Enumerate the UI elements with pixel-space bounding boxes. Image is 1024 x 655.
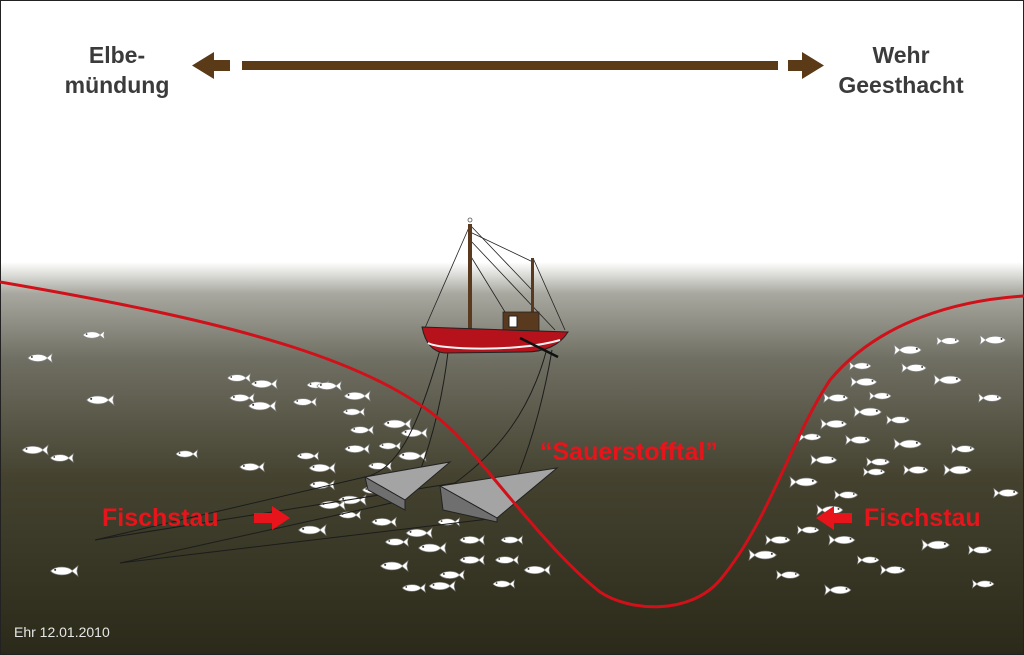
label-wehr-line2: Geesthacht (838, 72, 964, 98)
label-wehr-line1: Wehr (872, 42, 930, 68)
label-fischstau-left: Fischstau (102, 504, 219, 532)
mast-light-icon (467, 217, 473, 223)
river-direction-arrow (192, 52, 824, 79)
label-elbe-line1: Elbe- (88, 42, 146, 68)
cabin-window (508, 315, 518, 328)
net-right (438, 467, 559, 523)
arrow-head-right-icon (788, 52, 824, 79)
fishing-boat (421, 217, 569, 359)
main-mast (468, 224, 472, 334)
oxygen-curve (0, 280, 1024, 609)
label-fischstau-right: Fischstau (864, 504, 981, 532)
rigging (424, 224, 566, 331)
credit-text: Ehr 12.01.2010 (14, 624, 110, 640)
label-elbe-muendung: Elbe- mündung (52, 40, 182, 100)
arrow-head-left-icon (192, 52, 230, 79)
label-wehr-geesthacht: Wehr Geesthacht (826, 40, 976, 100)
rear-mast (531, 258, 534, 314)
trawl-nets (94, 349, 559, 564)
fish-jam-arrow-left-icon (816, 506, 852, 530)
otter-board (519, 336, 559, 359)
net-left (363, 461, 452, 511)
label-sauerstofftal: “Sauerstofftal” (540, 438, 718, 466)
fish-jam-arrow-right-icon (254, 506, 290, 530)
hull-stripe (427, 339, 561, 350)
arrow-shaft (242, 61, 778, 70)
label-elbe-line2: mündung (64, 72, 170, 98)
